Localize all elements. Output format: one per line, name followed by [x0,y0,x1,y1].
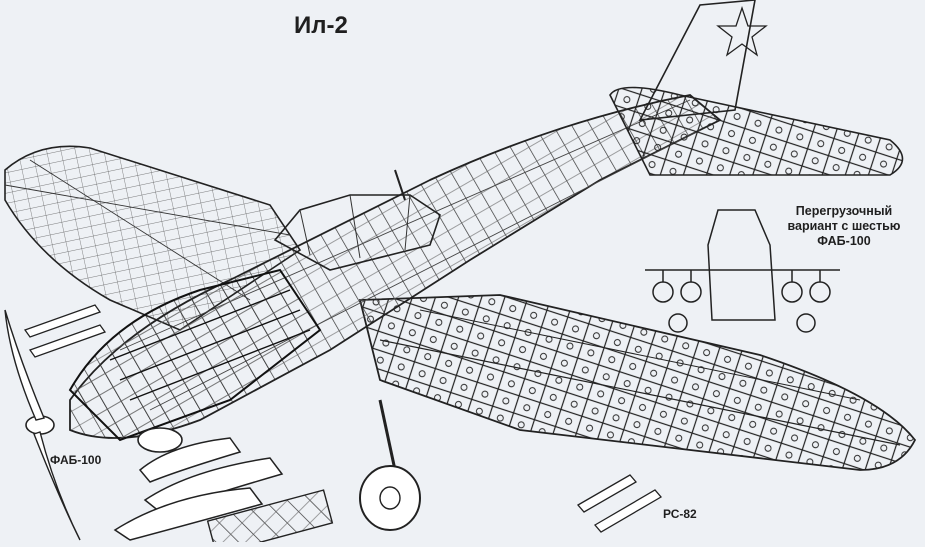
landing-gear [137,399,421,531]
engine [68,268,322,442]
wing-rockets [23,304,107,358]
overload-line-2: вариант с шестью [787,219,901,233]
rs-82-rockets [576,474,663,533]
rocket-label: РС-82 [663,507,697,521]
overload-line-3: ФАБ-100 [817,234,871,248]
overload-line-1: Перегрузочный [795,204,893,218]
wheel-icon [359,465,421,531]
red-star-icon [716,5,768,57]
overload-schematic [645,209,840,333]
cockpit-canopy [273,169,441,271]
right-wing [358,294,917,471]
diagram-title: Ил-2 [294,12,348,39]
propeller [4,309,81,541]
fab-100-bombs [113,437,334,547]
horizontal-stabilizer [609,86,904,176]
bomb-label: ФАБ-100 [50,453,102,467]
overload-variant-label: Перегрузочный вариант с шестью ФАБ-100 [770,204,918,249]
